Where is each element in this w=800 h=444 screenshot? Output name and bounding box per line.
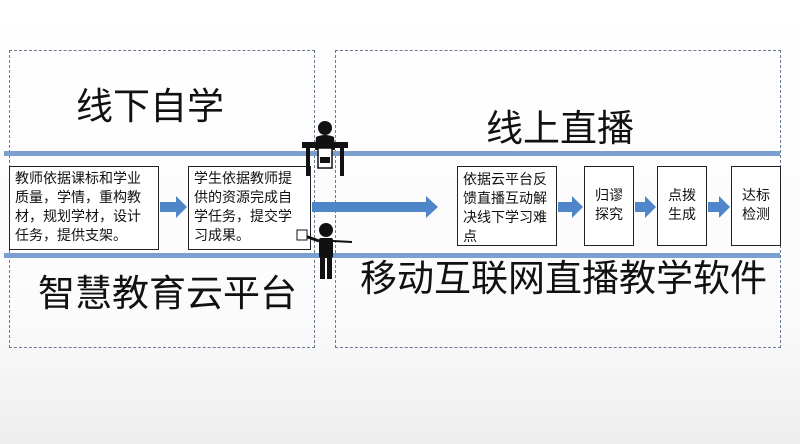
explore-step-label: 归谬探究 — [595, 188, 623, 223]
mobile-live-software-title: 移动互联网直播教学软件 — [360, 257, 767, 300]
teacher-presenting-icon — [296, 223, 353, 279]
cloud-feedback-step-box: 依据云平台反馈直播互动解决线下学习难点 — [457, 166, 557, 246]
student-step-box: 学生依据教师提供的资源完成自学任务，提交学习成果。 — [188, 166, 311, 250]
online-live-title: 线上直播 — [486, 107, 634, 150]
teacher-step-box: 教师依据课标和学业质量，学情，重构教材，规划学材，设计任务，提供支架。 — [9, 166, 159, 250]
arrow-teacher-to-student — [160, 196, 187, 218]
arrow-student-to-cloud — [312, 196, 438, 218]
upper-divider-line — [4, 151, 780, 156]
lower-divider-line — [4, 253, 780, 258]
cloud-platform-title: 智慧教育云平台 — [38, 272, 297, 315]
arrow-explore-to-guide — [635, 196, 656, 218]
arrow-cloud-to-explore — [558, 196, 583, 218]
offline-self-study-title: 线下自学 — [76, 85, 224, 128]
explore-step-box: 归谬探究 — [584, 166, 634, 246]
check-step-box: 达标检测 — [731, 166, 781, 246]
arrow-guide-to-check — [708, 196, 730, 218]
check-step-label: 达标检测 — [742, 188, 770, 223]
student-desk-icon — [302, 121, 348, 176]
guide-step-box: 点拨生成 — [657, 166, 707, 246]
guide-step-label: 点拨生成 — [668, 188, 696, 223]
